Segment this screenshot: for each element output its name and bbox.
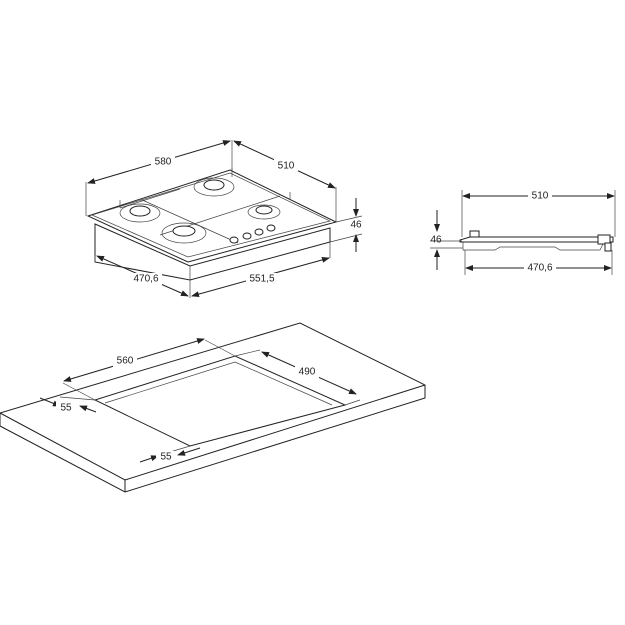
cutout-dim-label-side-margin: 55 bbox=[60, 403, 72, 414]
side-dim-label-height: 46 bbox=[430, 235, 442, 246]
side-dim-label-body-depth: 470,6 bbox=[527, 263, 552, 274]
cutout-dim-label-width: 560 bbox=[117, 356, 134, 367]
hob-side-view: 510 46 470,6 bbox=[430, 190, 616, 275]
hob-isometric-view: 580 510 46 470,6 551,5 bbox=[85, 140, 363, 298]
cutout-dim-label-front-margin: 55 bbox=[160, 452, 172, 463]
dim-label-body-width: 551,5 bbox=[249, 274, 274, 285]
dim-label-height: 46 bbox=[350, 220, 362, 231]
side-dim-label-depth: 510 bbox=[532, 191, 549, 202]
dim-label-body-depth: 470,6 bbox=[133, 274, 158, 285]
dim-label-depth: 510 bbox=[278, 161, 295, 172]
countertop-cutout-view: 560 490 55 55 bbox=[0, 322, 426, 493]
dim-label-width: 580 bbox=[155, 157, 172, 168]
cutout-dim-label-depth: 490 bbox=[299, 367, 316, 378]
control-knobs bbox=[229, 224, 276, 244]
